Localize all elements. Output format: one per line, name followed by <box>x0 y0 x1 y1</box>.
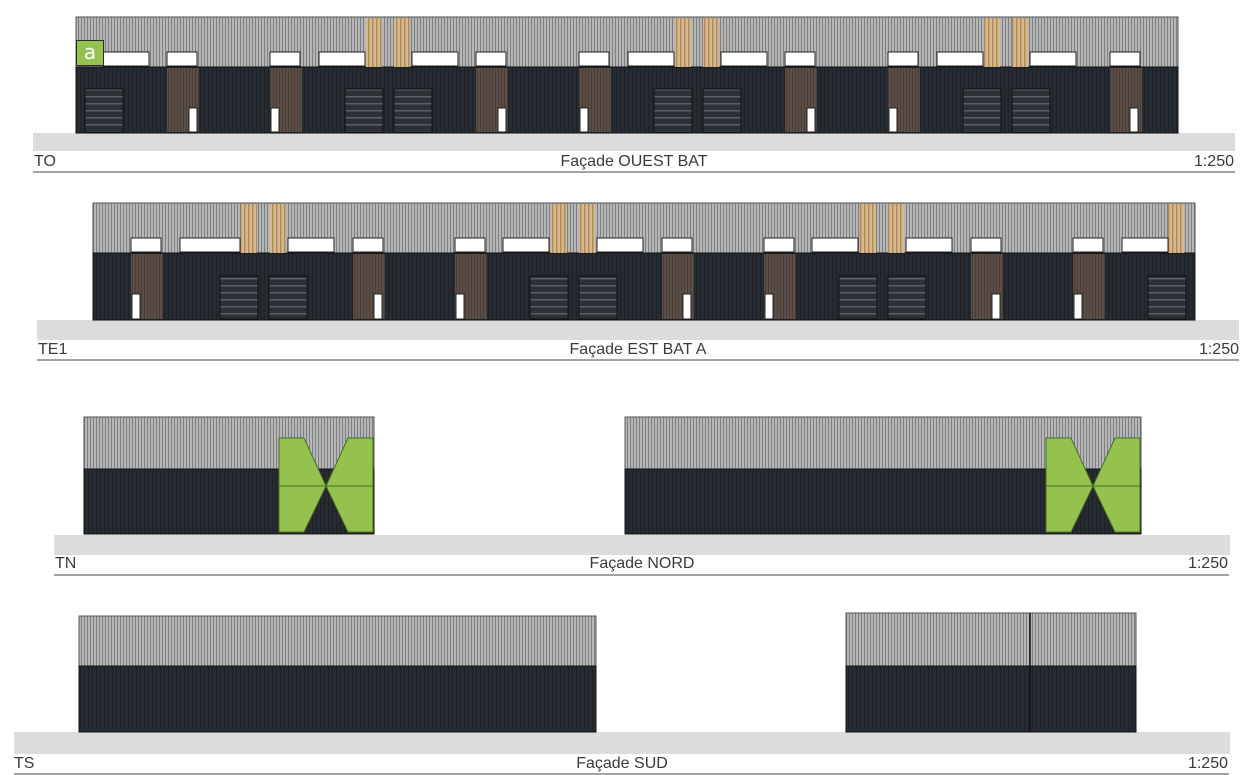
elevation-scale: 1:250 <box>1198 341 1239 358</box>
wood-accents <box>366 18 1028 67</box>
roof-band <box>83 416 375 470</box>
green-logo-panel <box>278 437 374 533</box>
facade-nord <box>54 416 1230 555</box>
wall-cladding <box>845 665 1137 733</box>
sectional-doors <box>84 88 1051 133</box>
elevation-scale: 1:250 <box>1193 153 1234 170</box>
elevation-title: Façade EST BAT A <box>569 341 707 358</box>
ground-band <box>14 732 1230 754</box>
ground-band <box>33 133 1235 151</box>
brand-logo-badge: a <box>76 40 104 66</box>
elevation-title: Façade SUD <box>576 755 668 772</box>
elevation-scale: 1:250 <box>1187 755 1228 772</box>
elevation-code: TS <box>14 755 35 772</box>
entrance-doors <box>188 107 1139 133</box>
green-logo-panel <box>1045 437 1141 533</box>
wall-cladding <box>78 665 597 733</box>
ground-band <box>54 535 1230 555</box>
facade-est <box>37 202 1239 340</box>
facade-ouest <box>33 16 1235 151</box>
roof-band <box>845 612 1137 667</box>
elevation-code: TO <box>34 153 56 170</box>
windows <box>102 51 1141 67</box>
elevation-scale: 1:250 <box>1187 555 1228 572</box>
sectional-doors <box>219 275 1187 320</box>
elevation-title: Façade NORD <box>589 555 695 572</box>
roof-band <box>78 615 597 667</box>
entrance-doors <box>131 293 1083 320</box>
elevation-code: TE1 <box>38 341 68 358</box>
wall-cladding <box>83 468 375 535</box>
title-rules <box>14 171 1239 775</box>
elevation-code: TN <box>55 555 77 572</box>
elevation-title: Façade OUEST BAT <box>560 153 708 170</box>
ground-band <box>37 320 1239 340</box>
roof-band <box>92 202 1196 254</box>
windows <box>130 237 1169 253</box>
facade-sud <box>14 612 1230 754</box>
timber-entrance-bays <box>167 68 1142 132</box>
wood-accents <box>241 204 1184 253</box>
